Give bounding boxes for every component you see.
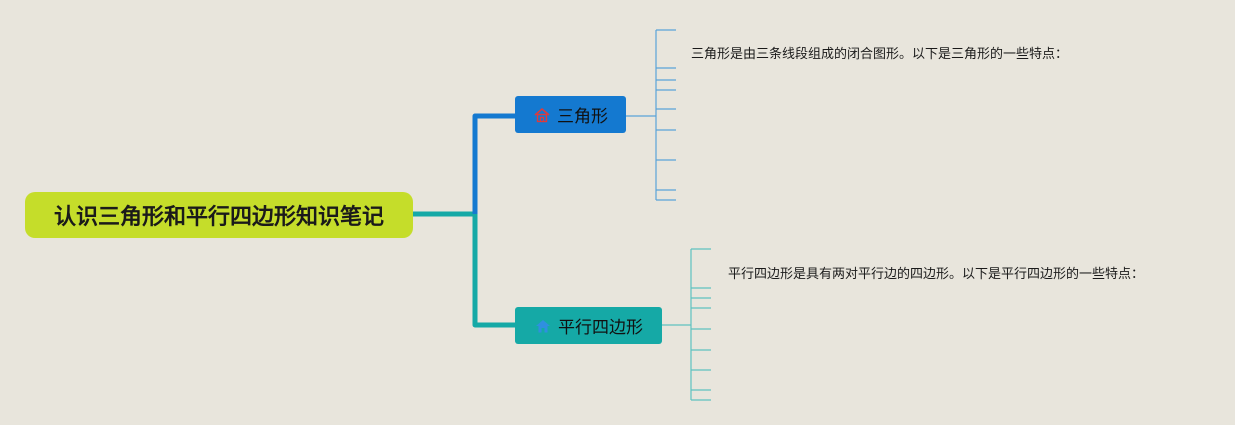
note-triangle-definition[interactable]: 三角形是由三条线段组成的闭合图形。以下是三角形的一些特点： bbox=[691, 47, 1069, 62]
branch-connector-parallelogram bbox=[472, 214, 515, 328]
branch-topic-label: 平行四边形 bbox=[558, 318, 643, 338]
branch-connector-triangle bbox=[472, 113, 515, 214]
root-topic-label: 认识三角形和平行四边形知识笔记 bbox=[53, 205, 384, 230]
root-topic[interactable]: 认识三角形和平行四边形知识笔记 bbox=[25, 192, 413, 238]
home-icon bbox=[534, 317, 552, 335]
branch-topic-triangle[interactable]: 三角形 bbox=[515, 96, 626, 133]
note-parallelogram-definition[interactable]: 平行四边形是具有两对平行边的四边形。以下是平行四边形的一些特点： bbox=[728, 267, 1145, 282]
branch-topic-parallelogram[interactable]: 平行四边形 bbox=[515, 307, 662, 344]
home-icon bbox=[533, 106, 551, 124]
leaf-bracket-triangle bbox=[626, 29, 676, 201]
branch-topic-label: 三角形 bbox=[557, 107, 608, 127]
leaf-bracket-parallelogram bbox=[662, 248, 711, 401]
